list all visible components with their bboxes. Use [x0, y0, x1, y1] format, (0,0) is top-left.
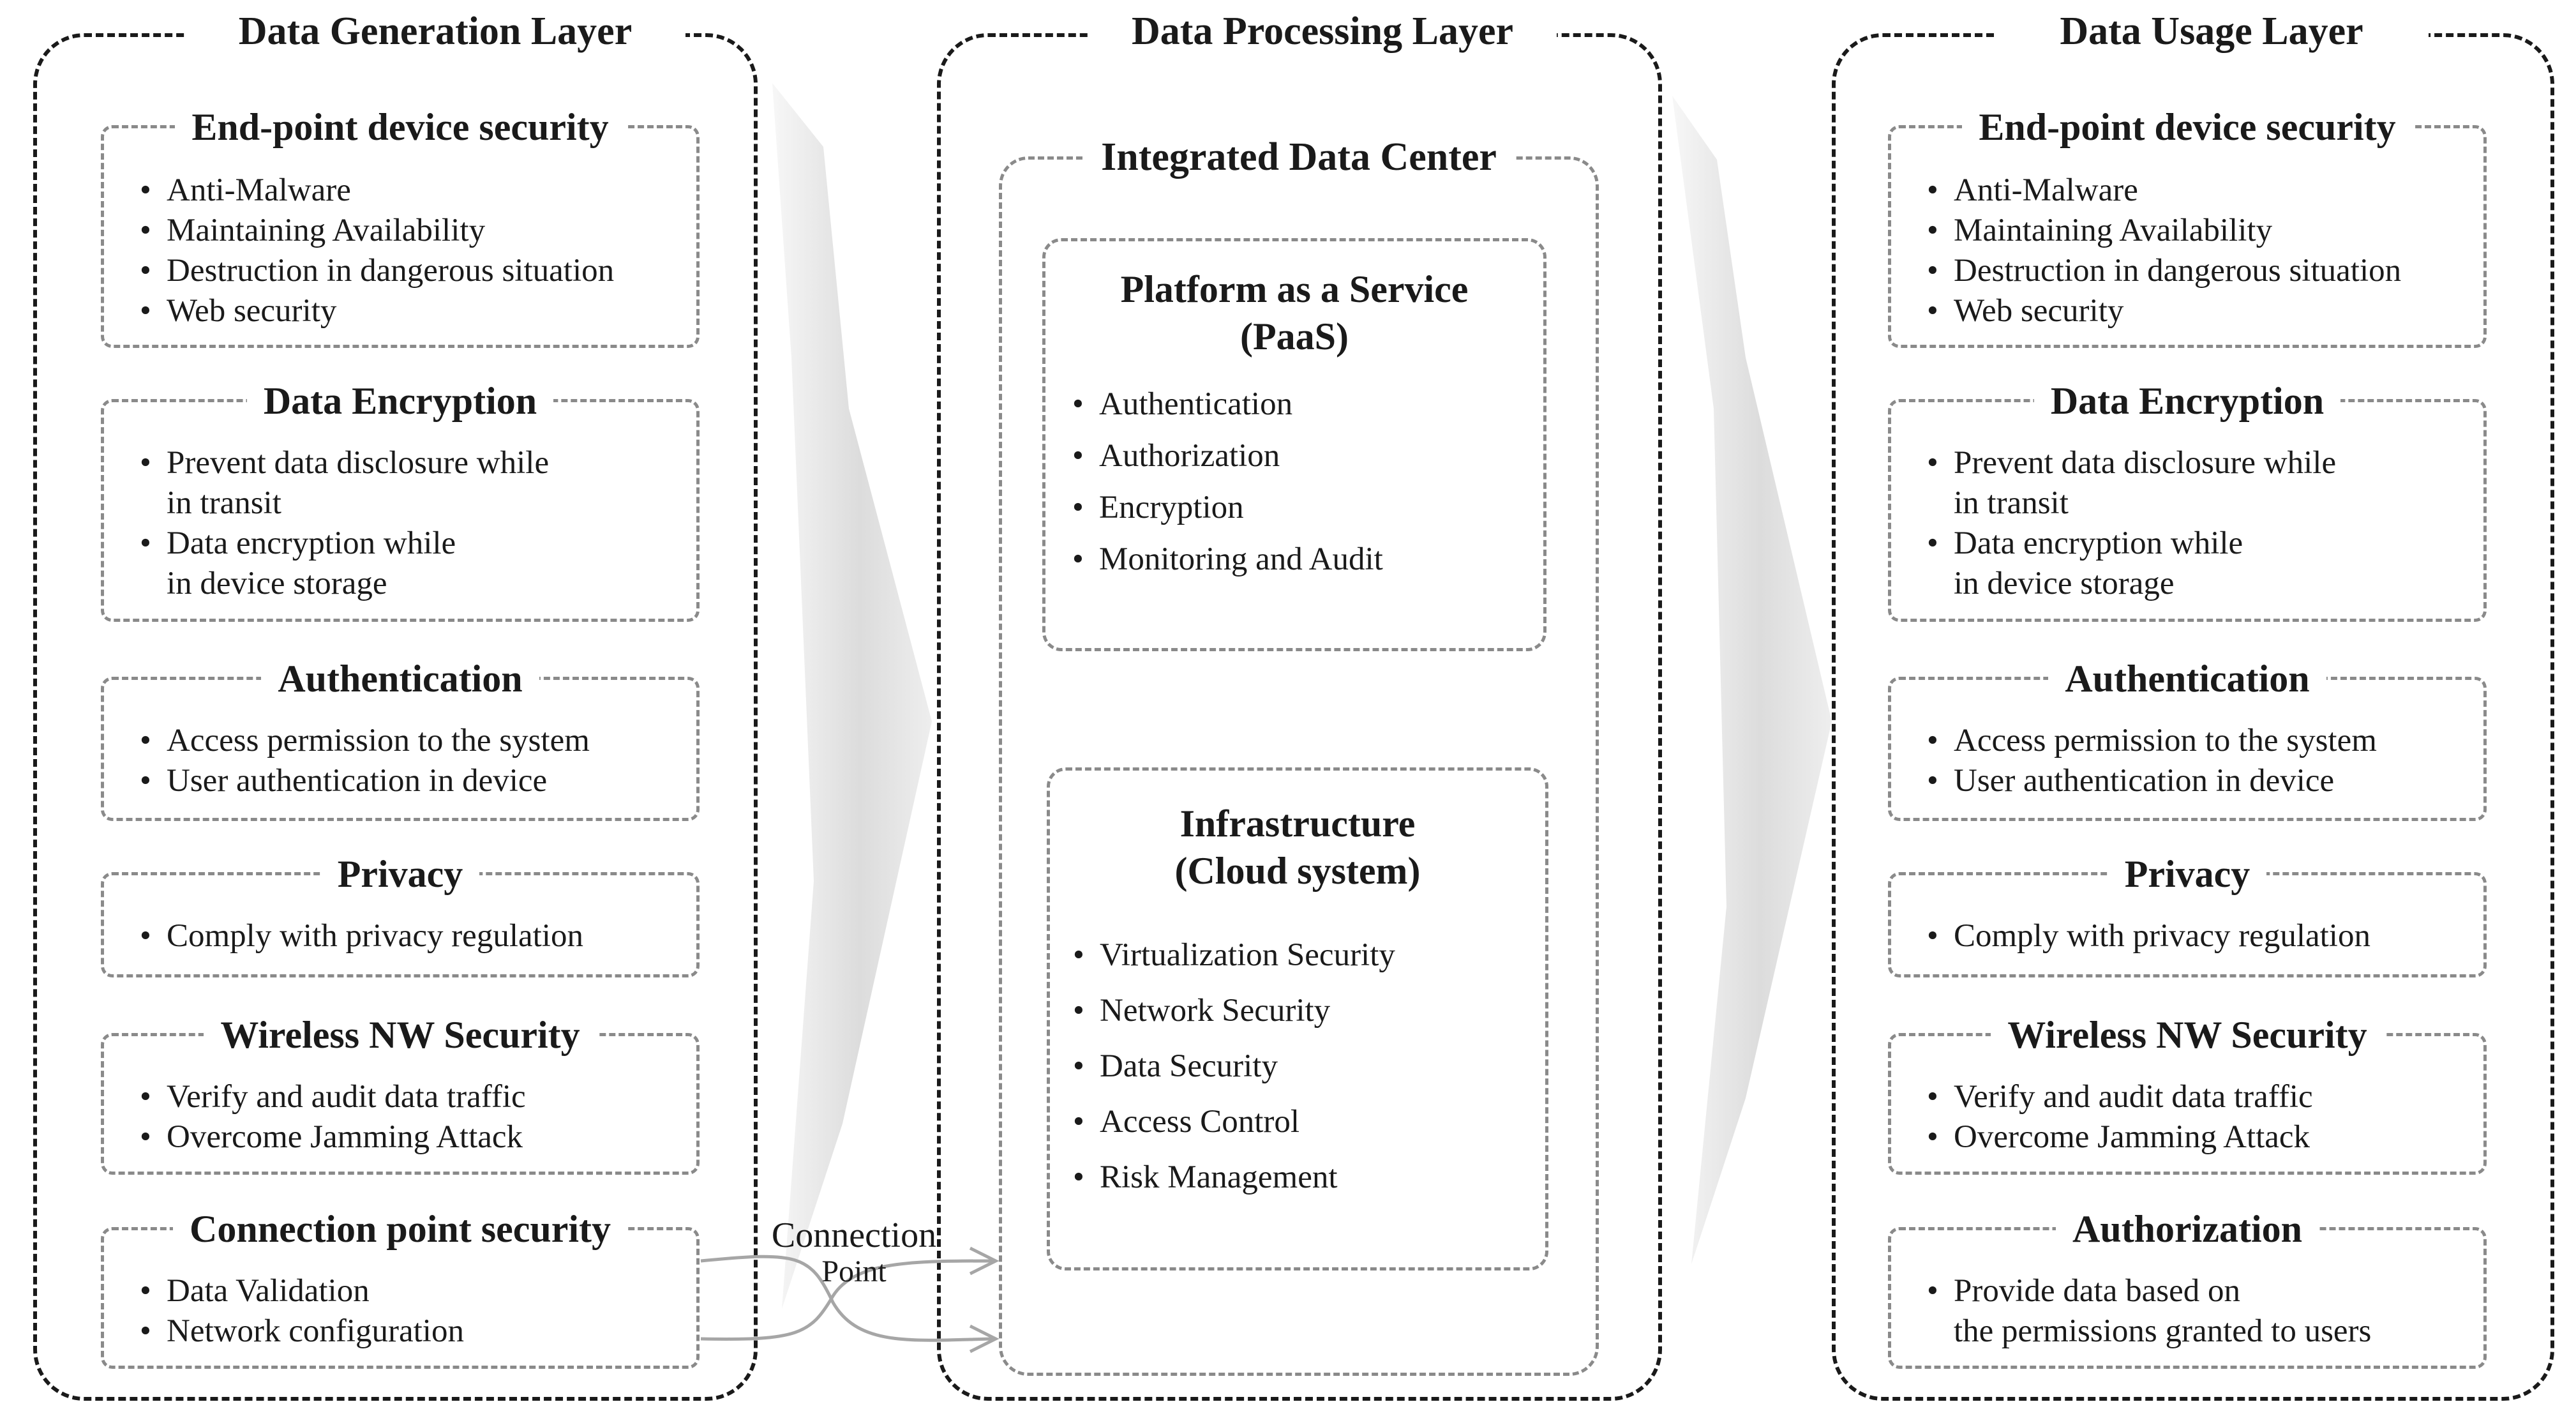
list-item: Verify and audit data traffic	[1923, 1077, 2477, 1117]
box-title: Authorization	[2056, 1206, 2319, 1252]
arrowhead-lower	[969, 1324, 1000, 1353]
paas-box: Platform as a Service (PaaS) Authenticat…	[1042, 238, 1546, 651]
box-title: Authentication	[2048, 656, 2326, 702]
list-item: Access permission to the system	[136, 721, 690, 761]
box-title: Data Encryption	[246, 378, 554, 424]
data-usage-layer-title: Data Usage Layer	[1995, 9, 2429, 54]
list-item: User authentication in device	[1923, 761, 2477, 801]
list-item: Destruction in dangerous situation	[136, 251, 690, 291]
usage-box-privacy: Privacy Comply with privacy regulation	[1888, 851, 2487, 977]
box-title: Authentication	[261, 656, 539, 702]
list-item: Web security	[1923, 291, 2477, 331]
list-item: Overcome Jamming Attack	[136, 1117, 690, 1157]
integrated-data-center-title: Integrated Data Center	[1084, 134, 1513, 180]
flow-arrow-processing-to-usage	[1672, 96, 1832, 1264]
list-item: Data Security	[1069, 1046, 1539, 1087]
usage-box-authentication: Authentication Access permission to the …	[1888, 656, 2487, 821]
list-item: Prevent data disclosure while in transit	[136, 443, 690, 524]
box-title: End-point device security	[1962, 104, 2413, 150]
connector-curve-lower	[700, 1259, 993, 1341]
generation-box-endpoint-security: End-point device security Anti-Malware M…	[101, 104, 700, 348]
connector-curve-upper	[700, 1255, 993, 1342]
list-item: Verify and audit data traffic	[136, 1077, 690, 1117]
data-generation-layer-title: Data Generation Layer	[185, 9, 685, 54]
box-title: Wireless NW Security	[1991, 1012, 2384, 1058]
list-item: Overcome Jamming Attack	[1923, 1117, 2477, 1157]
list-item: User authentication in device	[136, 761, 690, 801]
list-item: Data encryption while in device storage	[136, 524, 690, 604]
usage-box-data-encryption: Data Encryption Prevent data disclosure …	[1888, 378, 2487, 622]
generation-box-data-encryption: Data Encryption Prevent data disclosure …	[101, 378, 700, 622]
integrated-data-center: Integrated Data Center	[999, 134, 1599, 1376]
data-processing-layer-title: Data Processing Layer	[1088, 9, 1557, 54]
usage-box-wireless-nw-security: Wireless NW Security Verify and audit da…	[1888, 1012, 2487, 1175]
list-item: Network configuration	[136, 1311, 690, 1352]
list-item: Provide data based on the permissions gr…	[1923, 1271, 2477, 1352]
box-title: Privacy	[320, 851, 480, 897]
list-item: Comply with privacy regulation	[1923, 916, 2477, 956]
list-item: Anti-Malware	[136, 170, 690, 211]
list-item: Encryption	[1068, 488, 1537, 528]
arrowhead-upper	[969, 1246, 1000, 1276]
list-item: Monitoring and Audit	[1068, 539, 1537, 580]
list-item: Data Validation	[136, 1271, 690, 1311]
generation-box-authentication: Authentication Access permission to the …	[101, 656, 700, 821]
box-title: Data Encryption	[2033, 378, 2341, 424]
list-item: Virtualization Security	[1069, 935, 1539, 976]
list-item: Authorization	[1068, 436, 1537, 476]
list-item: Maintaining Availability	[136, 211, 690, 251]
box-title: Wireless NW Security	[204, 1012, 597, 1058]
paas-title: Platform as a Service (PaaS)	[1120, 268, 1469, 358]
list-item: Comply with privacy regulation	[136, 916, 690, 956]
usage-box-authorization: Authorization Provide data based on the …	[1888, 1206, 2487, 1369]
list-item: Network Security	[1069, 991, 1539, 1031]
list-item: Prevent data disclosure while in transit	[1923, 443, 2477, 524]
infrastructure-title: Infrastructure (Cloud system)	[1174, 803, 1421, 892]
list-item: Anti-Malware	[1923, 170, 2477, 211]
list-item: Risk Management	[1069, 1157, 1539, 1198]
infrastructure-box: Infrastructure (Cloud system) Virtualiza…	[1047, 767, 1548, 1270]
box-title: Privacy	[2108, 851, 2267, 897]
box-title: Connection point security	[173, 1206, 627, 1252]
list-item: Destruction in dangerous situation	[1923, 251, 2477, 291]
generation-box-privacy: Privacy Comply with privacy regulation	[101, 851, 700, 977]
list-item: Web security	[136, 291, 690, 331]
connection-label-line1: Connection	[771, 1216, 937, 1255]
generation-box-connection-point-security: Connection point security Data Validatio…	[101, 1206, 700, 1369]
list-item: Authentication	[1068, 384, 1537, 425]
list-item: Data encryption while in device storage	[1923, 524, 2477, 604]
list-item: Maintaining Availability	[1923, 211, 2477, 251]
generation-box-wireless-nw-security: Wireless NW Security Verify and audit da…	[101, 1012, 700, 1175]
usage-box-endpoint-security: End-point device security Anti-Malware M…	[1888, 104, 2487, 348]
list-item: Access Control	[1069, 1102, 1539, 1142]
flow-arrow-generation-to-processing	[772, 83, 932, 1309]
box-title: End-point device security	[175, 104, 625, 150]
connection-label-line2: Point	[821, 1255, 887, 1288]
connection-point-label: Connection Point	[752, 1216, 956, 1288]
list-item: Access permission to the system	[1923, 721, 2477, 761]
